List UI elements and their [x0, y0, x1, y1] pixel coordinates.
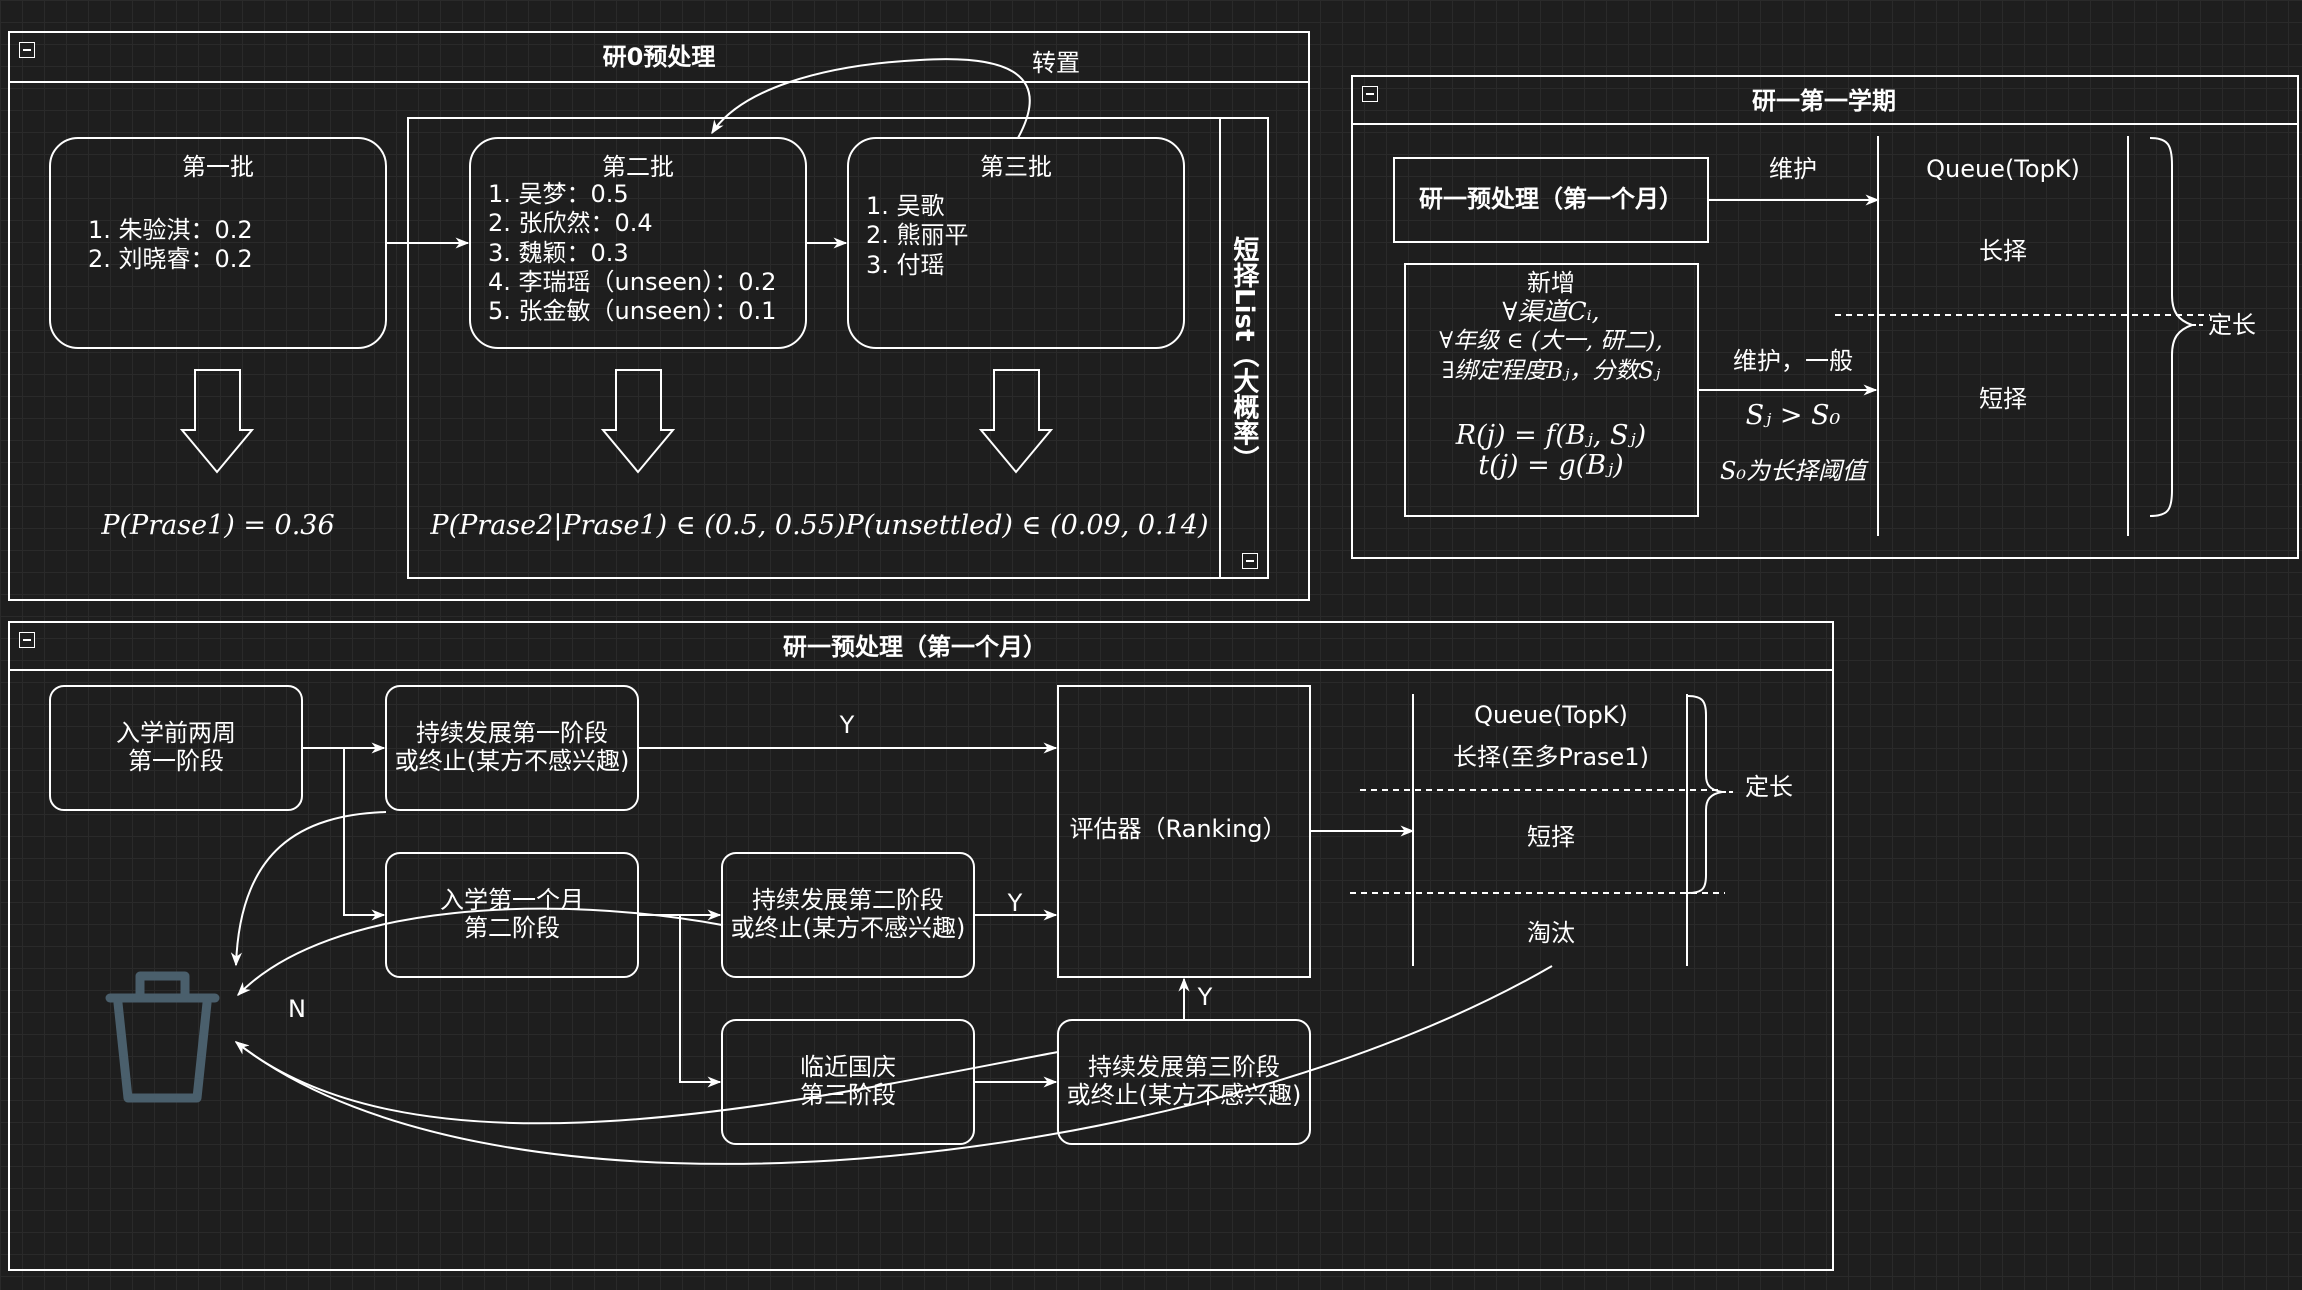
down-arrow-2 — [600, 369, 676, 474]
pre1-queue-label: Queue(TopK) — [1474, 701, 1628, 729]
batch3-box — [847, 137, 1185, 349]
stage2-label: 入学第一个月 第二阶段 — [440, 886, 584, 942]
yes-label-1: Y — [839, 711, 855, 739]
batch1-title: 第一批 — [182, 153, 254, 181]
sem1-collapse-button[interactable] — [1362, 86, 1378, 102]
fail-curve-4 — [234, 965, 1553, 1165]
sem1-title: 研一第一学期 — [1752, 87, 1896, 115]
prob1-formula: P(Prase1) = 0.36 — [101, 510, 335, 541]
maintain2-label: 维护，一般 — [1733, 347, 1853, 375]
pre0-collapse-button[interactable] — [19, 42, 35, 58]
pre1-collapse-button[interactable] — [19, 632, 35, 648]
batch2-items: 1. 吴梦：0.5 2. 张欣然：0.4 3. 魏颖：0.3 4. 李瑞瑶（un… — [488, 180, 777, 326]
new-box-line1: ∀渠道Cᵢ, — [1502, 297, 1600, 326]
pre1-short-label: 短择 — [1527, 823, 1575, 851]
prob2-formula: P(Prase2|Prase1) ∈ (0.5, 0.55) — [430, 510, 846, 541]
pre1-brace — [1687, 695, 1723, 894]
pre0-inner-container — [407, 117, 1269, 579]
transpose-curve — [711, 58, 1031, 139]
pre0-container — [8, 31, 1310, 601]
fail-curve-2 — [237, 907, 723, 997]
pre1-fixed-label: 定长 — [1745, 773, 1793, 801]
stage1-label: 入学前两周 第一阶段 — [116, 719, 236, 775]
trash-icon — [105, 971, 220, 1103]
side-list-label: 短择List（大概率） — [1228, 236, 1259, 472]
fail-curve-3 — [234, 1041, 1059, 1125]
transpose-label: 转置 — [1032, 49, 1080, 77]
sem1-fixed-label: 定长 — [2208, 311, 2256, 339]
prob3-formula: P(unsettled) ∈ (0.09, 0.14) — [845, 510, 1209, 541]
new-box-line2: ∀年级 ∈ (大一, 研二), — [1439, 328, 1663, 354]
sem1-pre-box-label: 研一预处理（第一个月） — [1419, 185, 1683, 213]
dev2-label: 持续发展第二阶段 或终止(某方不感兴趣) — [730, 886, 966, 942]
evaluator-label: 评估器（Ranking） — [1069, 815, 1287, 843]
pre1-long-label: 长择(至多Prase1) — [1453, 743, 1649, 771]
pre1-title: 研一预处理（第一个月） — [783, 633, 1047, 661]
sem1-container — [1351, 75, 2299, 559]
pre1-container — [8, 621, 1834, 1271]
fail-curve-1 — [230, 811, 387, 967]
batch3-title: 第三批 — [980, 153, 1052, 181]
condition-formula: Sⱼ > S₀ — [1745, 400, 1841, 431]
no-label: N — [288, 995, 306, 1023]
sem1-long-label: 长择 — [1979, 237, 2027, 265]
condition-note: S₀为长择阈值 — [1719, 457, 1867, 485]
stage3-label: 临近国庆 第三阶段 — [800, 1053, 896, 1109]
yes-label-2: Y — [1007, 889, 1023, 917]
pre0-title: 研0预处理 — [602, 43, 716, 71]
dev1-label: 持续发展第一阶段 或终止(某方不感兴趣) — [394, 719, 630, 775]
sem1-queue-label: Queue(TopK) — [1926, 155, 2080, 183]
down-arrow-1 — [179, 369, 255, 474]
sem1-short-label: 短择 — [1979, 385, 2027, 413]
sem1-brace — [2149, 137, 2195, 517]
new-box-t-formula: t(j) = g(Bⱼ) — [1478, 450, 1624, 481]
dev3-label: 持续发展第三阶段 或终止(某方不感兴趣) — [1066, 1053, 1302, 1109]
new-box-r-formula: R(j) = f(Bⱼ, Sⱼ) — [1455, 420, 1647, 451]
batch3-items: 1. 吴歌 2. 熊丽平 3. 付瑶 — [866, 192, 969, 279]
eliminate-label: 淘汰 — [1527, 919, 1575, 947]
down-arrow-3 — [978, 369, 1054, 474]
new-box-title: 新增 — [1527, 269, 1575, 297]
yes-label-3: Y — [1197, 983, 1213, 1011]
new-box-line3: ∃绑定程度Bⱼ，分数Sⱼ — [1441, 358, 1661, 384]
batch1-items: 1. 朱验淇：0.2 2. 刘晓睿：0.2 — [88, 216, 253, 274]
side-list-collapse-button[interactable] — [1242, 553, 1258, 569]
maintain-label: 维护 — [1769, 155, 1817, 183]
batch2-title: 第二批 — [602, 153, 674, 181]
